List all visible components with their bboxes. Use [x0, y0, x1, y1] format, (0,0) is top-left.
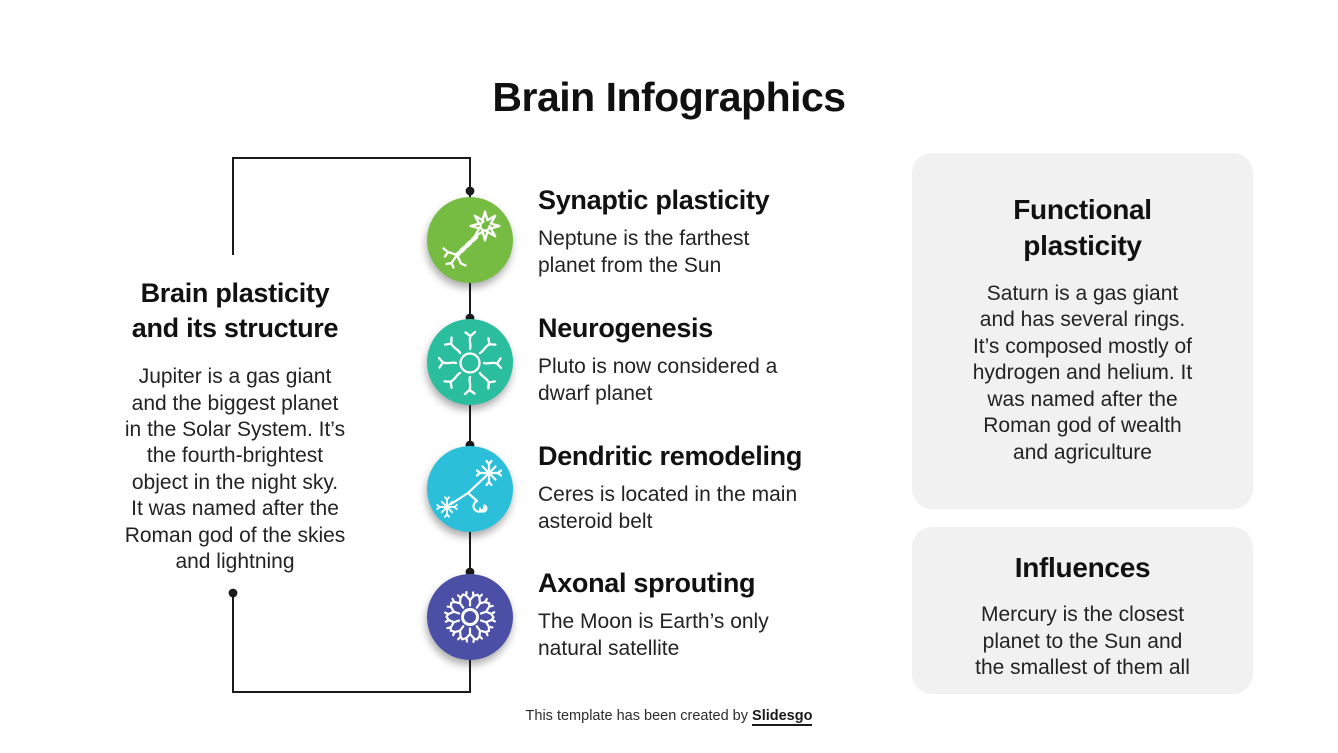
info-box-body: Saturn is a gas giant and has several ri…: [972, 281, 1193, 464]
timeline-item-body: Ceres is located in the main asteroid be…: [538, 483, 798, 534]
neurogenesis-cell-icon: [437, 330, 503, 396]
dendrite-icon: [436, 459, 503, 518]
timeline-marker-axonal-sprouting: [427, 574, 513, 660]
info-box-heading: Functional plasticity: [1013, 194, 1152, 262]
left-section: Brain plasticity and its structure Jupit…: [72, 276, 398, 576]
slidesgo-link[interactable]: Slidesgo: [752, 708, 813, 726]
left-section-heading: Brain plasticity and its structure: [131, 278, 339, 343]
timeline-item-axonal-sprouting: Axonal sprouting The Moon is Earth’s onl…: [538, 568, 908, 663]
footer-credit-text: This template has been created by: [525, 708, 753, 724]
slide-title: Brain Infographics: [492, 74, 846, 120]
timeline-item-synaptic-plasticity: Synaptic plasticity Neptune is the farth…: [538, 185, 908, 280]
timeline-marker-neurogenesis: [427, 319, 513, 405]
synapse-neuron-icon: [442, 210, 501, 269]
timeline-item-heading: Synaptic plasticity: [538, 185, 770, 215]
info-box-functional-plasticity: Functional plasticity Saturn is a gas gi…: [912, 153, 1253, 509]
timeline-item-heading: Neurogenesis: [538, 313, 713, 343]
timeline-item-dendritic-remodeling: Dendritic remodeling Ceres is located in…: [538, 441, 908, 536]
axon-sprouting-icon: [444, 590, 496, 644]
timeline-item-heading: Dendritic remodeling: [538, 441, 803, 471]
info-box-heading: Influences: [1014, 552, 1151, 583]
timeline-marker-synaptic-plasticity: [427, 197, 513, 283]
timeline-item-body: Neptune is the farthest planet from the …: [538, 227, 750, 278]
timeline-item-body: The Moon is Earth’s only natural satelli…: [538, 610, 769, 661]
timeline-marker-dendritic-remodeling: [427, 446, 513, 532]
timeline-item-neurogenesis: Neurogenesis Pluto is now considered a d…: [538, 313, 908, 408]
timeline-item-body: Pluto is now considered a dwarf planet: [538, 355, 778, 406]
info-box-body: Mercury is the closest planet to the Sun…: [975, 603, 1190, 680]
left-section-body: Jupiter is a gas giant and the biggest p…: [124, 365, 346, 574]
info-box-influences: Influences Mercury is the closest planet…: [912, 527, 1253, 694]
timeline-item-heading: Axonal sprouting: [538, 568, 756, 598]
footer-credit: This template has been created by Slides…: [0, 708, 1338, 726]
